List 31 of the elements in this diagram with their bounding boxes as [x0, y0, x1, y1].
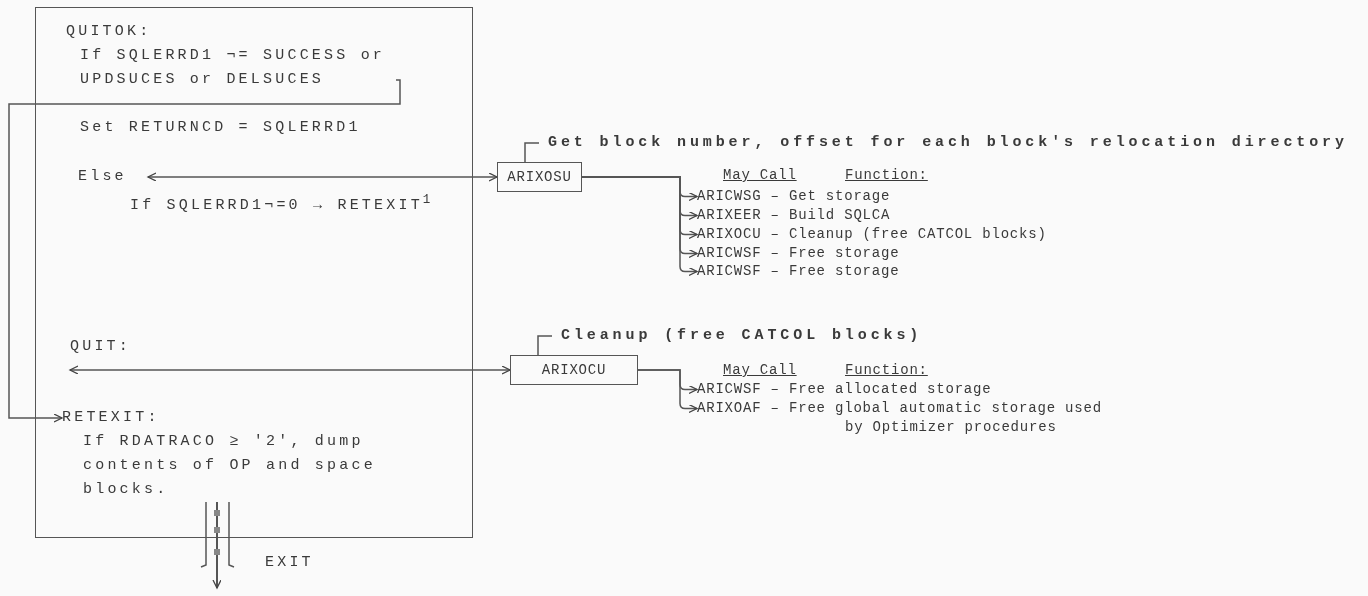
- called-module-text: ARICWSG – Get storage: [697, 187, 892, 206]
- column-header: Function:: [845, 166, 928, 185]
- routine-frame: [35, 7, 473, 538]
- exit-arrow: [212, 501, 222, 589]
- arrow: [637, 369, 698, 414]
- arrow: [8, 79, 401, 423]
- called-module-text: ARIXOCU – Cleanup (free CATCOL blocks): [697, 225, 1047, 244]
- column-header: Function:: [845, 361, 928, 380]
- code-text: If SQLERRD1 ¬= SUCCESS or UPDSUCES or DELSUCES: [80, 46, 387, 90]
- called-module-text: ARICWSF – Free storage: [697, 262, 901, 281]
- code-text: If SQLERRD1¬=0 → RETEXIT$^{1}$: [130, 192, 434, 216]
- code-label: QUIT:: [70, 337, 131, 357]
- column-header: May Call: [723, 361, 797, 380]
- module-name: ARIXOCU: [541, 360, 607, 380]
- arrow: [581, 176, 698, 277]
- called-module-text: ARIXEER – Build SQLCA: [697, 206, 891, 225]
- module-name: ARIXOSU: [507, 167, 572, 187]
- description-text: Get block number, offset for each block's relocation directory: [548, 133, 1348, 152]
- section-label: QUITOK:: [66, 22, 152, 42]
- description-text: Cleanup (free CATCOL blocks): [561, 326, 923, 345]
- code-label: Else: [78, 167, 127, 187]
- called-module-text: ARICWSF – Free storage: [697, 244, 901, 263]
- called-module-text: ARICWSF – Free allocated storage: [697, 380, 992, 399]
- arrow: [147, 172, 498, 182]
- section-label: RETEXIT:: [62, 408, 160, 428]
- arrow: [69, 365, 511, 375]
- called-module-text: ARIXOAF – Free global automatic storage used by Optimizer procedures: [697, 399, 1103, 437]
- edge-label: EXIT: [265, 553, 314, 573]
- code-text: If RDATRACO ≥ '2', dump contents of OP and space blocks.: [83, 432, 377, 500]
- column-header: May Call: [723, 166, 797, 185]
- code-text: Set RETURNCD = SQLERRD1: [80, 118, 361, 138]
